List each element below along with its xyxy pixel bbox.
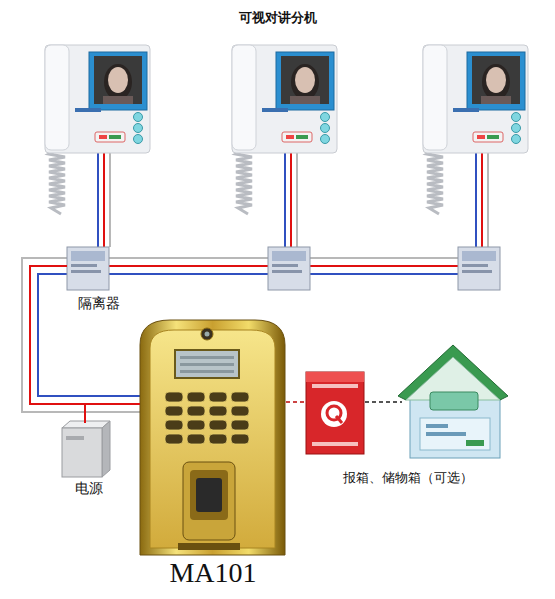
monitor-wires-part (290, 152, 292, 247)
isolator-node: 隔离器 (67, 247, 109, 290)
door-station-part (205, 332, 210, 337)
power-supply-part (66, 436, 84, 440)
bus-wires-part (38, 274, 140, 396)
node-label: 隔离器 (78, 295, 120, 313)
storage-box (398, 345, 508, 458)
door-station-part-part (231, 434, 249, 444)
monitor-wires-part (481, 152, 483, 247)
monitor-wires-part (475, 152, 477, 247)
node-label: 电源 (75, 480, 103, 498)
monitor-wires-part (296, 152, 298, 247)
door-station-part (196, 478, 222, 512)
door-station-part (180, 356, 234, 359)
monitor-wires-part (284, 152, 286, 247)
bus-wires-part (310, 257, 458, 259)
storage-box-part (430, 392, 478, 410)
door-station-part-part (209, 406, 227, 416)
monitor-wires-part (103, 152, 105, 247)
intercom-monitor (423, 45, 528, 214)
bus-wires-part (109, 265, 268, 267)
monitor-wires-part (109, 152, 111, 247)
power-supply (62, 421, 110, 477)
mailbox-part (312, 442, 358, 446)
door-station-part (180, 370, 234, 373)
power-node: 电源 (62, 423, 108, 477)
node-label: MA101 (140, 557, 286, 589)
storage-box-part (466, 440, 484, 446)
dashed-link-part (365, 401, 402, 403)
wire-connector (85, 404, 140, 423)
monitor-wires-part (97, 152, 99, 247)
door-station-part-part (187, 406, 205, 416)
door-station-part (183, 462, 235, 540)
storage-box-part (426, 432, 466, 436)
door-station-part (165, 392, 249, 444)
dashed-link-part (286, 401, 305, 403)
monitor-wires-part (487, 152, 489, 247)
door-station-part-part (187, 392, 205, 402)
door-station-part-part (209, 392, 227, 402)
bus-wires-part (310, 265, 458, 267)
power-supply-part (102, 421, 110, 477)
door-station-part-part (165, 406, 183, 416)
mailbox-part (336, 416, 342, 423)
power-supply-part (62, 428, 102, 477)
door-station-part-part (209, 420, 227, 430)
mailbox-part (312, 384, 358, 388)
door-station-part (190, 470, 228, 520)
door-station-part-part (231, 420, 249, 430)
storage-box-part (426, 424, 448, 428)
door-station (140, 320, 285, 555)
door-station-part (140, 320, 285, 555)
bus-wires-part (109, 257, 268, 259)
door-station-part-part (209, 434, 227, 444)
door-station-part-part (231, 406, 249, 416)
isolator-box (268, 247, 310, 290)
wire-connector (30, 266, 140, 404)
isolator-box (458, 247, 500, 290)
door-station-part (150, 330, 275, 548)
mailbox (306, 372, 364, 454)
door-station-part (201, 328, 213, 340)
door-station-part-part (231, 392, 249, 402)
door-station-part-part (187, 420, 205, 430)
door-station-node: MA101 (140, 320, 286, 556)
storage-box-part (420, 418, 490, 450)
diagram-title: 可视对讲分机 (0, 9, 555, 27)
door-station-part-part (187, 434, 205, 444)
mailbox-part (321, 401, 347, 427)
bus-wires-part (310, 273, 458, 275)
door-station-part-part (165, 392, 183, 402)
mailbox-part (306, 372, 364, 454)
door-station-part (175, 350, 239, 378)
caption-label: 报箱、储物箱（可选） (343, 469, 473, 487)
door-station-part-part (165, 420, 183, 430)
bus-wires-part (109, 273, 268, 275)
door-station-part-part (165, 434, 183, 444)
door-station-part (180, 363, 234, 366)
intercom-monitor (232, 45, 337, 214)
isolator-box (67, 247, 109, 290)
intercom-monitor (45, 45, 150, 214)
door-station-part (178, 543, 240, 550)
mailbox-part (306, 372, 364, 382)
